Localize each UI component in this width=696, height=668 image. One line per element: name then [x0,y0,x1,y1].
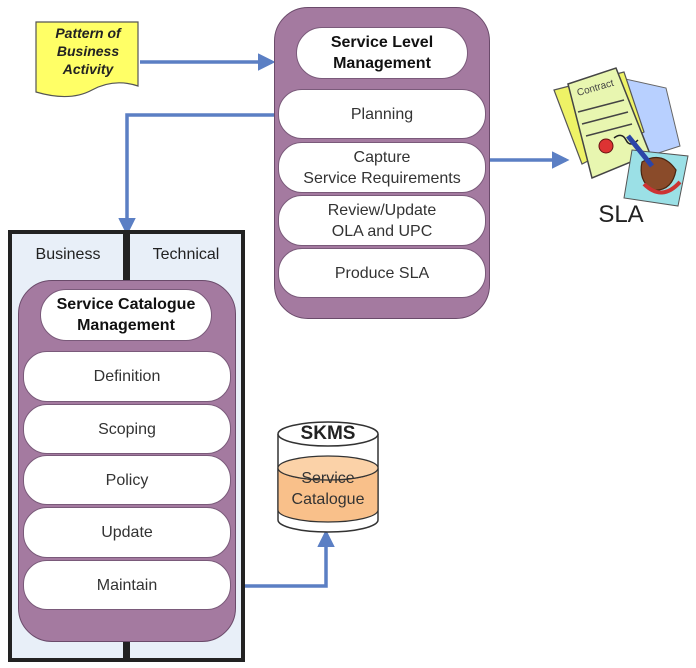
slm-step-review[interactable]: Review/Update OLA and UPC [278,195,486,246]
pattern-note-shape [35,21,139,98]
arrow-slm-to-catalogue [118,113,278,236]
catalogue-step-maintain[interactable]: Maintain [23,560,231,610]
sla-label: SLA [598,201,644,228]
arrow-maintain-to-skms [230,529,335,588]
catalogue-step-policy[interactable]: Policy [23,455,231,505]
skms-service-catalogue: Service Catalogue [291,470,365,508]
catalogue-title: Service Catalogue Management [40,289,212,341]
skms-title: SKMS [300,423,356,444]
contract-clipart: Contract [553,67,689,207]
pattern-note-text: Pattern of Business Activity [55,25,121,77]
column-business: Business [35,246,101,263]
slm-title: Service Level Management [296,27,468,79]
column-divider-top [123,232,130,280]
skms-database-icon [277,421,379,533]
slm-step-planning[interactable]: Planning [278,89,486,139]
column-divider-bottom [123,636,130,662]
column-technical: Technical [152,246,220,263]
slm-step-produce-sla[interactable]: Produce SLA [278,248,486,298]
catalogue-step-scoping[interactable]: Scoping [23,404,231,454]
catalogue-step-definition[interactable]: Definition [23,351,231,402]
slm-step-capture[interactable]: Capture Service Requirements [278,142,486,193]
catalogue-step-update[interactable]: Update [23,507,231,558]
